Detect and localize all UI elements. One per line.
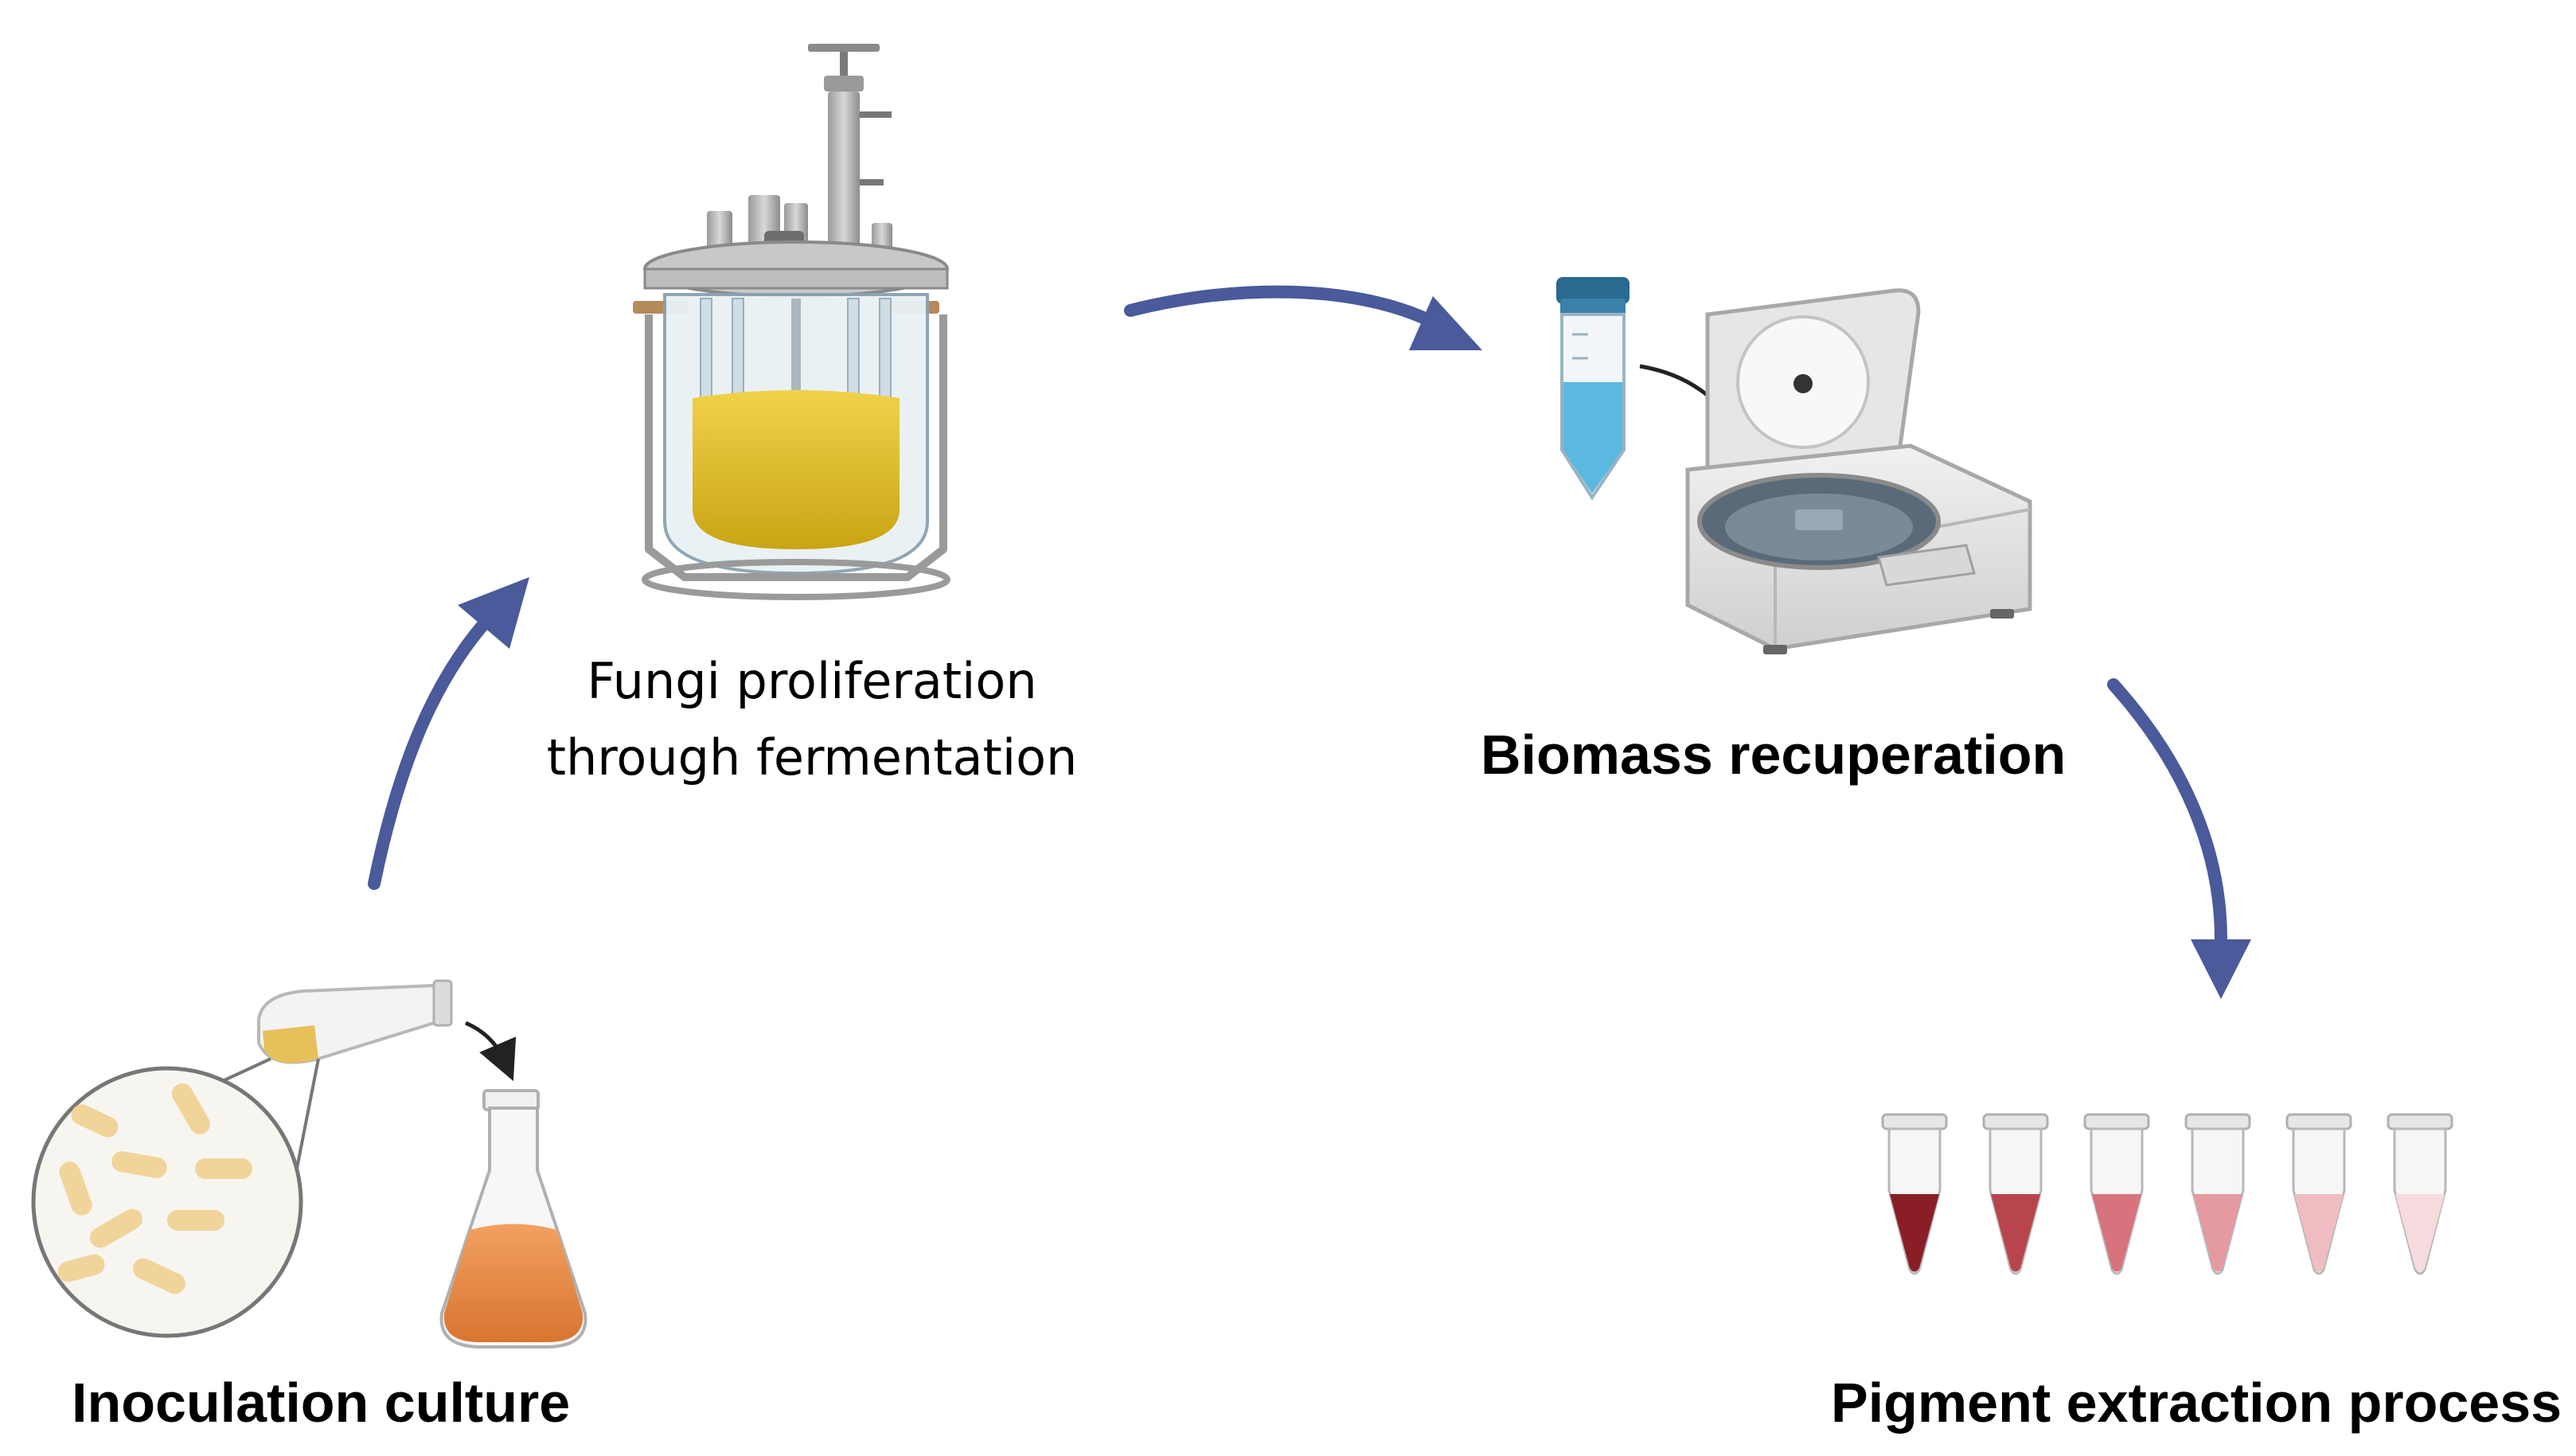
pour-arrow	[464, 1021, 517, 1081]
microtube-icon	[2387, 1113, 2453, 1275]
step-label-pigment: Pigment extraction process	[1831, 1372, 2562, 1434]
step-label-biomass: Biomass recuperation	[1481, 724, 2067, 786]
microtube-row	[1881, 1113, 2453, 1275]
step-label-inoculation: Inoculation culture	[72, 1372, 571, 1434]
step-label-fermentation-line1: Fungi proliferation	[587, 652, 1037, 710]
erlenmeyer-flask-icon	[439, 1089, 587, 1349]
bioreactor-icon	[633, 44, 950, 600]
arrow-biomass-to-pigment	[2107, 678, 2251, 999]
microtube-icon	[2285, 1113, 2352, 1275]
arrow-fermentation-to-biomass	[1124, 285, 1482, 350]
step-label-fermentation-line2: through fermentation	[546, 728, 1078, 787]
microtube-icon	[2184, 1113, 2251, 1275]
step-label-fermentation: Fungi proliferation through fermentation	[494, 643, 1130, 796]
arrow-inoculation-to-fermentation	[368, 577, 529, 890]
microtube-icon	[1881, 1113, 1948, 1275]
falcon-tube-icon	[1556, 277, 1630, 501]
centrifuge-icon	[1685, 288, 2032, 654]
microtube-icon	[1982, 1113, 2049, 1275]
microscope-circle-icon	[31, 1057, 320, 1338]
pouring-flask-icon	[257, 979, 453, 1064]
microtube-icon	[2083, 1113, 2150, 1275]
